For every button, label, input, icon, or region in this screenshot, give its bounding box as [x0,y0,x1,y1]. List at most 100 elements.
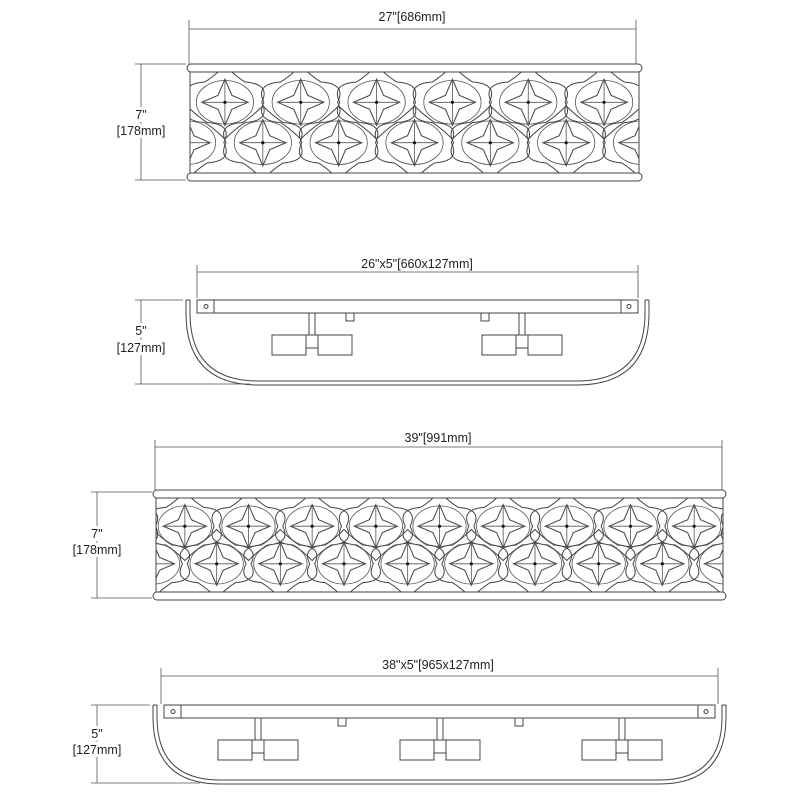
inner-shade-edge [156,705,723,781]
bottom-rim [152,591,727,601]
motif-outline [785,492,800,561]
lamp-stem [618,717,626,741]
decorative-band [120,63,795,182]
quatrefoil-motif [641,65,719,139]
inner-shade-edge [189,300,646,382]
quatrefoil-motif [275,498,350,562]
front-view-small: 27"[686mm] 7" [178mm] [114,10,795,182]
quatrefoil-motif [434,528,509,592]
quatrefoil-motif [211,498,286,562]
star-petals [733,79,779,125]
star-center [640,141,643,144]
height-mm-label: [178mm] [73,543,122,557]
quatrefoil-motif [564,72,639,140]
quatrefoil-motif [156,531,191,592]
width-label: 38"x5"[965x127mm] [382,658,494,672]
motif-outline [53,530,126,599]
motif-outline [243,528,318,592]
mounting-hole-icon [203,304,209,309]
motif-oval [698,543,723,585]
star-center [342,562,346,566]
motif-outline [223,105,303,173]
height-label: 7" [91,527,102,541]
quatrefoil-motif [497,528,573,592]
motif-outline [720,512,723,541]
star-center [754,101,757,104]
lamp-pair [481,312,563,356]
motif-outline [156,498,222,562]
motif-outline [529,498,604,562]
motif-oval [689,121,746,165]
height-mm-label: [178mm] [117,124,166,138]
star-center [756,525,759,528]
star-petals [314,118,364,168]
lamp-socket-left [271,334,307,356]
motif-oval [763,543,800,584]
star-center [788,562,791,565]
motif-outline [370,528,445,592]
star-center [450,100,455,104]
star-center [337,141,341,145]
fixture-top-outline [185,299,650,386]
star-center [374,524,378,528]
star-center [374,100,379,104]
lamp-socket-left [581,739,617,761]
decorative-band [53,489,800,601]
star-center [724,562,727,565]
motif-outline [434,528,509,592]
quatrefoil-motif [412,72,493,140]
star-petals [465,118,515,168]
bracket-tab [337,717,347,727]
top-rim [186,63,643,73]
quatrefoil-motif [602,108,643,173]
star-center [299,100,303,104]
motif-oval [120,80,177,124]
motif-outline [497,528,573,592]
lamp-socket-right [527,334,563,356]
star-petals [190,125,212,161]
quatrefoil-motif [156,498,222,562]
star-center [406,562,410,566]
quatrefoil-motif [190,108,227,173]
star-center [261,141,265,145]
quatrefoil-motif [593,498,668,562]
bracket-tab [480,312,490,322]
mounting-bar [163,704,716,719]
lamp-socket-right [627,739,663,761]
lamp-stem [518,312,526,336]
lamp-hub [615,739,629,754]
quatrefoil-motif [679,106,757,180]
star-center [678,101,681,104]
height-label: 5" [91,727,102,741]
height-mm-label: [127mm] [73,743,122,757]
star-petals [695,120,741,166]
lamp-hub [251,739,265,754]
motif-outline [717,65,795,139]
mounting-hole-icon [703,709,709,714]
lamp-socket-right [317,334,353,356]
fixture-top-outline [152,704,727,785]
outer-shade-edge [152,705,727,785]
quatrefoil-motif [338,498,413,562]
motif-oval [612,120,639,165]
quatrefoil-motif [720,512,759,541]
star-petals [156,547,176,580]
quatrefoil-motif [190,72,265,140]
motif-outline [688,531,723,592]
star-center [469,562,473,566]
motif-outline [679,106,757,180]
lamp-stem [436,717,444,741]
star-center [526,100,530,104]
front-view-large: 39"[991mm] 7" [178mm] [53,431,800,601]
width-label: 39"[991mm] [405,431,472,445]
motif-group [53,492,800,599]
motif-outline [338,498,413,562]
quatrefoil-motif [374,105,455,173]
motif-outline [190,108,227,173]
star-center [223,100,227,104]
star-center [488,141,492,145]
motif-oval [795,506,800,547]
star-petals [390,118,439,168]
lamp-pair [581,717,663,761]
quatrefoil-motif [298,105,379,173]
